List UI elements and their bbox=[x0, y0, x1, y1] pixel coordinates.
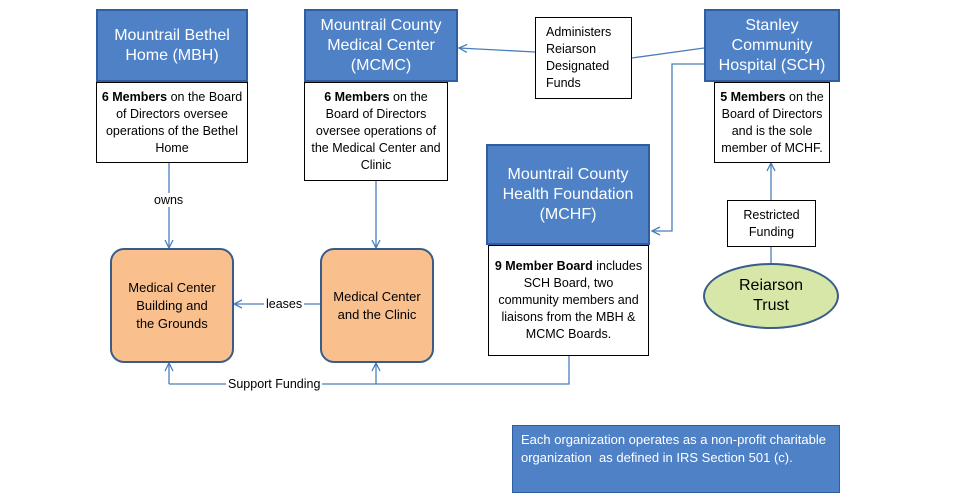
sch-mchf-arrow bbox=[652, 63, 704, 231]
mbh-title: Mountrail Bethel Home (MBH) bbox=[114, 26, 230, 64]
mcmc-desc-bold: 6 Members bbox=[324, 90, 390, 104]
owns-label: owns bbox=[153, 193, 185, 207]
mchf-desc: 9 Member Board includes SCH Board, two c… bbox=[489, 258, 648, 343]
sch-administers-line bbox=[631, 47, 705, 59]
mbh-desc-bold: 6 Members bbox=[101, 89, 168, 104]
clinic-box: Medical Center and the Clinic bbox=[320, 248, 434, 363]
mbh-desc-rest: on the Board of Directors oversee operat… bbox=[105, 89, 243, 155]
mchf-desc-box: 9 Member Board includes SCH Board, two c… bbox=[488, 245, 649, 356]
mchf-title: Mountrail County Health Foundation (MCHF… bbox=[502, 165, 634, 223]
mcmc-title-box: Mountrail County Medical Center (MCMC) bbox=[304, 9, 458, 82]
sch-desc-rest: on the Board of Directors and is the sol… bbox=[721, 89, 824, 155]
support-funding-label: Support Funding bbox=[226, 377, 323, 391]
sch-desc: 5 Members on the Board of Directors and … bbox=[715, 89, 829, 157]
mchf-desc-rest: includes SCH Board, two community member… bbox=[498, 259, 643, 341]
sch-title-box: Stanley Community Hospital (SCH) bbox=[704, 9, 840, 82]
clinic-text: Medical Center and the Clinic bbox=[333, 288, 421, 322]
building-text: Medical Center Building and the Grounds bbox=[128, 279, 216, 331]
trust-text: Reiarson Trust bbox=[738, 277, 804, 314]
mbh-title-box: Mountrail Bethel Home (MBH) bbox=[96, 9, 248, 82]
sch-desc-box: 5 Members on the Board of Directors and … bbox=[714, 82, 830, 163]
administers-text: Administers Reiarson Designated Funds bbox=[546, 25, 612, 90]
mchf-desc-bold: 9 Member Board bbox=[494, 259, 593, 273]
mbh-desc-box: 6 Members on the Board of Directors over… bbox=[96, 82, 248, 163]
sch-desc-bold: 5 Members bbox=[720, 89, 786, 104]
restricted-box: Restricted Funding bbox=[727, 200, 816, 247]
administers-box: Administers Reiarson Designated Funds bbox=[535, 17, 632, 99]
trust-ellipse: Reiarson Trust bbox=[703, 263, 839, 329]
mcmc-title: Mountrail County Medical Center (MCMC) bbox=[320, 16, 442, 74]
sch-title: Stanley Community Hospital (SCH) bbox=[718, 16, 826, 74]
nonprofit-note-text: Each organization operates as a non-prof… bbox=[521, 432, 830, 465]
mcmc-desc-rest: on the Board of Directors oversee operat… bbox=[311, 90, 441, 172]
mchf-title-box: Mountrail County Health Foundation (MCHF… bbox=[486, 144, 650, 245]
mcmc-desc-box: 6 Members on the Board of Directors over… bbox=[304, 82, 448, 181]
mcmc-desc: 6 Members on the Board of Directors over… bbox=[305, 89, 447, 174]
restricted-text: Restricted Funding bbox=[743, 207, 800, 239]
nonprofit-note: Each organization operates as a non-prof… bbox=[512, 425, 840, 493]
building-box: Medical Center Building and the Grounds bbox=[110, 248, 234, 363]
leases-label: leases bbox=[264, 297, 305, 311]
mbh-desc: 6 Members on the Board of Directors over… bbox=[97, 89, 247, 157]
administers-arrow bbox=[459, 48, 536, 52]
